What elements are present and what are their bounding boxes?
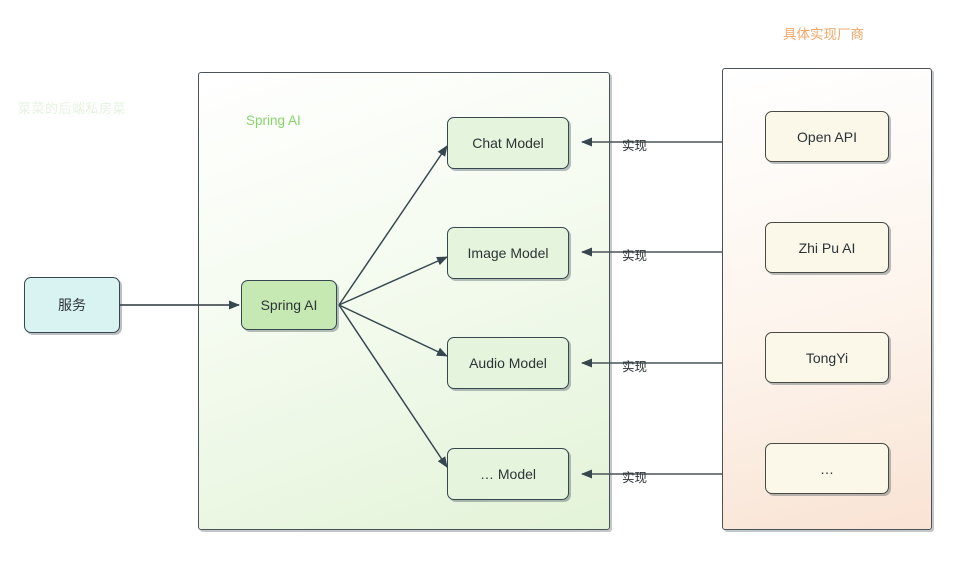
edge-label-implements-chat: 实现 [622,139,648,153]
node-open-api[interactable]: Open API [765,111,889,162]
watermark-text: 菜菜的后端私房菜 [18,101,127,116]
edge-label-implements-image: 实现 [622,249,648,263]
node-image-model[interactable]: Image Model [447,227,569,279]
node-service[interactable]: 服务 [24,277,120,333]
node-zhi-pu-ai[interactable]: Zhi Pu AI [765,222,889,273]
node-spring-ai[interactable]: Spring AI [241,280,337,330]
node-chat-model[interactable]: Chat Model [447,117,569,169]
edge-label-implements-audio: 实现 [622,360,648,374]
node-tongyi[interactable]: TongYi [765,332,889,383]
node-audio-model[interactable]: Audio Model [447,337,569,389]
group-spring-ai-title: Spring AI [246,113,301,128]
node-other-model[interactable]: … Model [447,448,569,500]
group-vendor-title: 具体实现厂商 [783,27,864,42]
node-other-vendor[interactable]: … [765,443,889,494]
edge-label-implements-other: 实现 [622,471,648,485]
